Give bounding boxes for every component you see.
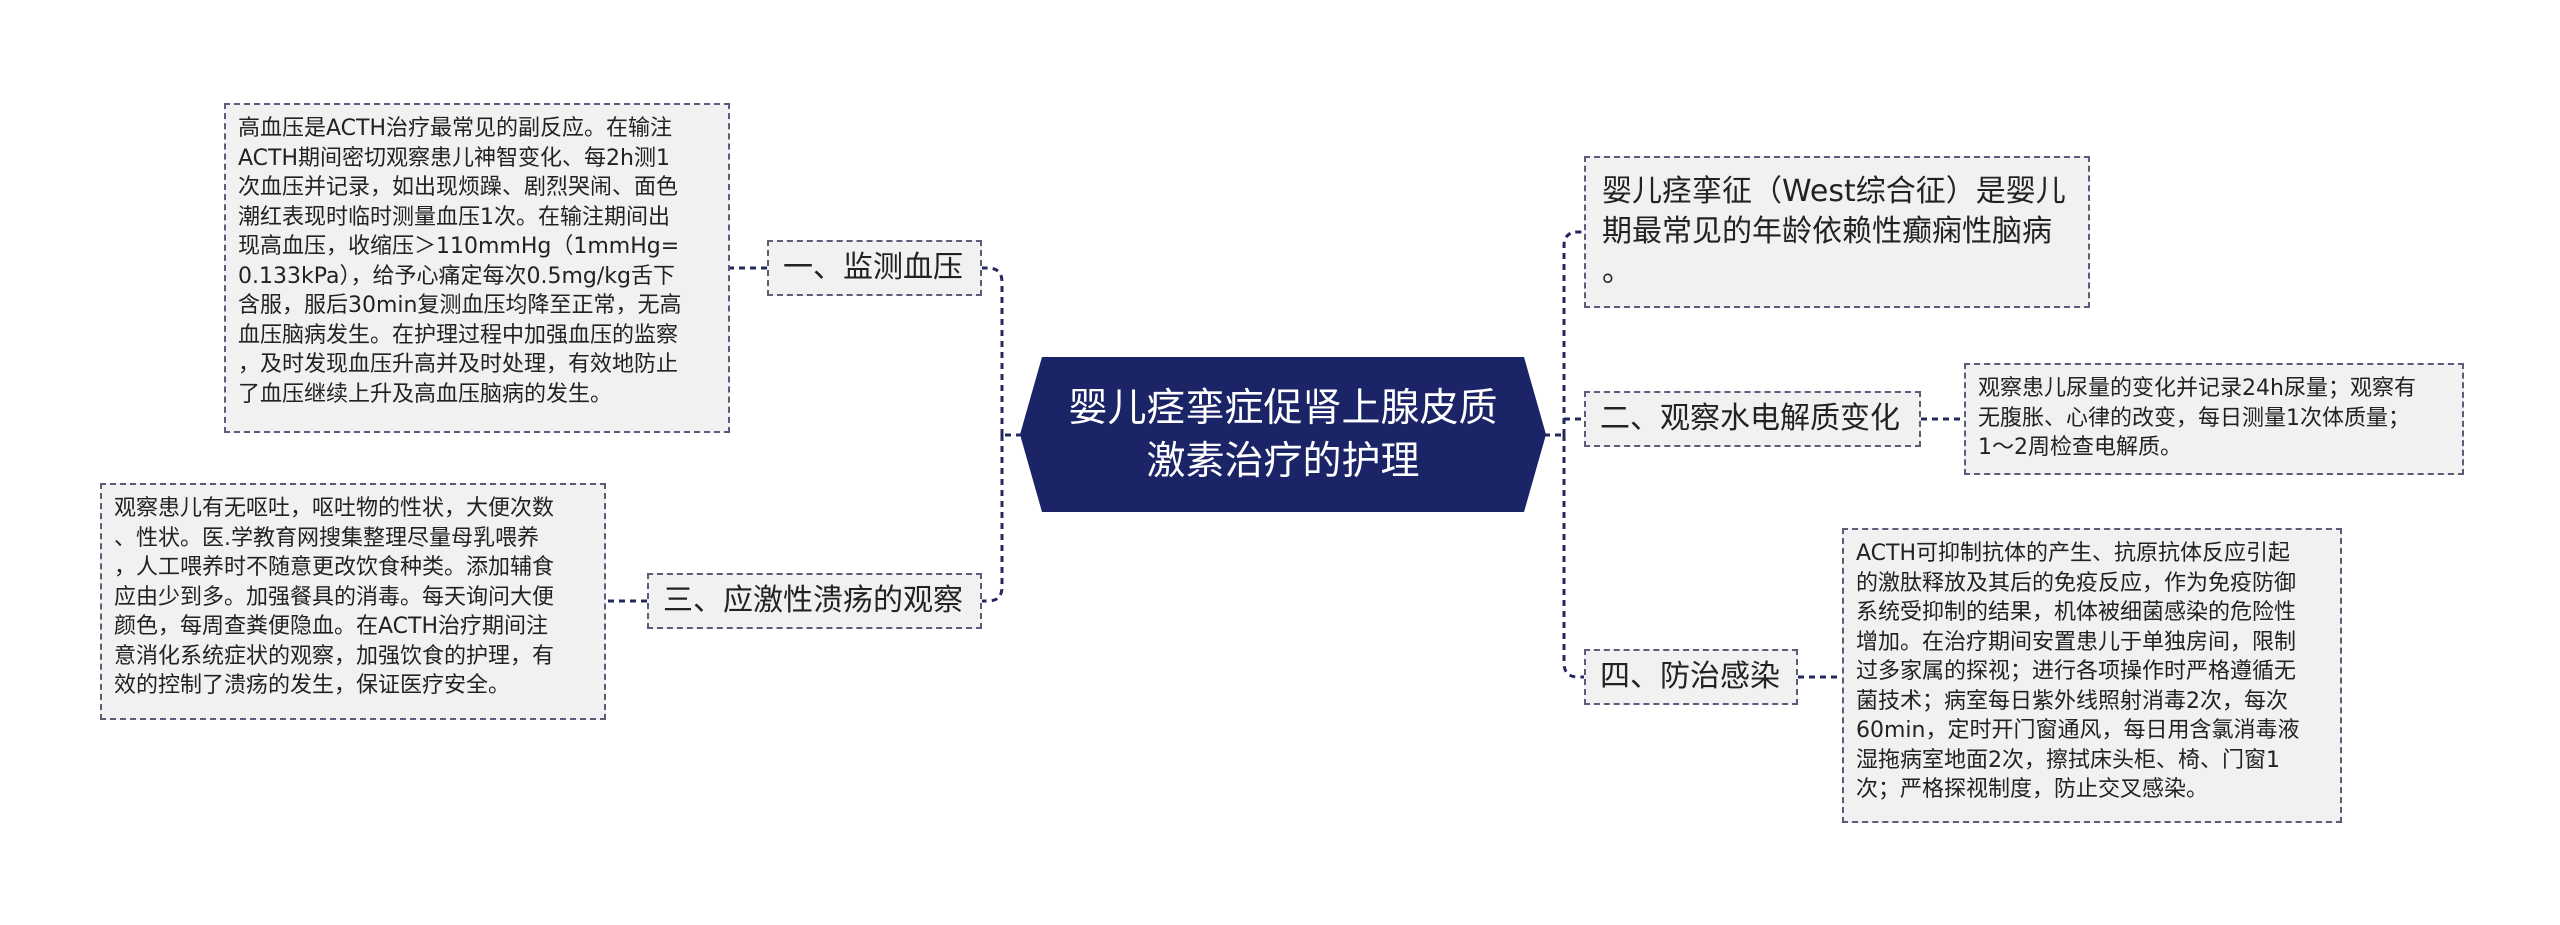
root-title-line-1: 婴儿痉挛症促肾上腺皮质 bbox=[1068, 385, 1498, 431]
leaf-line: 潮红表现时临时测量血压1次。在输注期间出 bbox=[238, 204, 670, 230]
leaf-line: 次；严格探视制度，防止交叉感染。 bbox=[1856, 777, 2209, 802]
leaf-line: 增加。在治疗期间安置患儿于单独房间，限制 bbox=[1856, 629, 2297, 655]
leaf-line: 过多家属的探视；进行各项操作时严格遵循无 bbox=[1856, 659, 2297, 684]
leaf-line: 颜色，每周查粪便隐血。在ACTH治疗期间注 bbox=[114, 614, 549, 639]
leaf-line: 期最常见的年龄依赖性癫痫性脑病 bbox=[1602, 214, 2052, 249]
leaf-line: ACTH期间密切观察患儿神智变化、每2h测1 bbox=[238, 145, 670, 171]
leaf-line: 。 bbox=[1602, 254, 1632, 289]
branch-label: 一、监测血压 bbox=[783, 250, 963, 285]
branch-water-electrolyte[interactable]: 二、观察水电解质变化 bbox=[1584, 391, 1921, 447]
connector-branch-4 bbox=[1562, 435, 1584, 679]
leaf-line: 高血压是ACTH治疗最常见的副反应。在输注 bbox=[238, 116, 673, 141]
leaf-line: 血压脑病发生。在护理过程中加强血压的监察 bbox=[238, 322, 679, 348]
root-node[interactable]: 婴儿痉挛症促肾上腺皮质 激素治疗的护理 bbox=[1020, 357, 1546, 512]
root-title-line-2: 激素治疗的护理 bbox=[1146, 438, 1420, 484]
leaf-line: 含服，服后30min复测血压均降至正常，无高 bbox=[238, 293, 682, 318]
leaf-line: 观察患儿尿量的变化并记录24h尿量；观察有 bbox=[1978, 376, 2416, 401]
branch-label: 四、防治感染 bbox=[1600, 659, 1780, 694]
leaf-monitor-blood-pressure: 高血压是ACTH治疗最常见的副反应。在输注 ACTH期间密切观察患儿神智变化、每… bbox=[224, 103, 730, 433]
leaf-line: 无腹胀、心律的改变，每日测量1次体质量； bbox=[1978, 405, 2410, 431]
leaf-line: 婴儿痉挛征（West综合征）是婴儿 bbox=[1602, 174, 2066, 209]
leaf-line: 1～2周检查电解质。 bbox=[1978, 435, 2182, 460]
leaf-stress-ulcer: 观察患儿有无呕吐，呕吐物的性状，大便次数 、性状。医.学教育网搜集整理尽量母乳喂… bbox=[100, 483, 606, 720]
connector-leaf-top bbox=[1562, 230, 1584, 435]
connector-branch-1 bbox=[982, 266, 1004, 435]
branch-stress-ulcer[interactable]: 三、应激性溃疡的观察 bbox=[647, 573, 982, 629]
leaf-line: 效的控制了溃疡的发生，保证医疗安全。 bbox=[114, 673, 511, 698]
leaf-line: 应由少到多。加强餐具的消毒。每天询问大便 bbox=[114, 584, 555, 610]
leaf-line: ，及时发现血压升高并及时处理，有效地防止 bbox=[238, 352, 679, 377]
leaf-line: 系统受抑制的结果，机体被细菌感染的危险性 bbox=[1856, 600, 2297, 625]
leaf-water-electrolyte: 观察患儿尿量的变化并记录24h尿量；观察有 无腹胀、心律的改变，每日测量1次体质… bbox=[1964, 363, 2464, 475]
leaf-infection-prevention: ACTH可抑制抗体的产生、抗原抗体反应引起 的激肽释放及其后的免疫反应，作为免疫… bbox=[1842, 528, 2342, 823]
leaf-line: 、性状。医.学教育网搜集整理尽量母乳喂养 bbox=[114, 525, 539, 551]
branch-label: 二、观察水电解质变化 bbox=[1600, 401, 1900, 436]
leaf-line: 观察患儿有无呕吐，呕吐物的性状，大便次数 bbox=[114, 496, 555, 521]
leaf-line: 次血压并记录，如出现烦躁、剧烈哭闹、面色 bbox=[238, 175, 679, 200]
branch-infection-prevention[interactable]: 四、防治感染 bbox=[1584, 649, 1798, 705]
leaf-line: ACTH可抑制抗体的产生、抗原抗体反应引起 bbox=[1856, 541, 2291, 566]
leaf-line: 意消化系统症状的观察，加强饮食的护理，有 bbox=[114, 643, 555, 669]
branch-label: 三、应激性溃疡的观察 bbox=[663, 583, 963, 618]
leaf-line: 60min，定时开门窗通风，每日用含氯消毒液 bbox=[1856, 718, 2300, 743]
leaf-west-syndrome: 婴儿痉挛征（West综合征）是婴儿 期最常见的年龄依赖性癫痫性脑病 。 bbox=[1584, 156, 2090, 308]
branch-monitor-blood-pressure[interactable]: 一、监测血压 bbox=[767, 240, 982, 296]
leaf-line: 了血压继续上升及高血压脑病的发生。 bbox=[238, 381, 613, 407]
root-shape bbox=[1020, 357, 1546, 512]
leaf-line: 0.133kPa），给予心痛定每次0.5mg/kg舌下 bbox=[238, 263, 675, 289]
connector-branch-3 bbox=[982, 435, 1004, 603]
leaf-line: 湿拖病室地面2次，擦拭床头柜、椅、门窗1 bbox=[1856, 747, 2280, 773]
leaf-line: ，人工喂养时不随意更改饮食种类。添加辅食 bbox=[114, 555, 555, 580]
leaf-line: 现高血压，收缩压＞110mmHg（1mmHg= bbox=[238, 234, 680, 259]
leaf-line: 的激肽释放及其后的免疫反应，作为免疫防御 bbox=[1856, 570, 2297, 596]
leaf-line: 菌技术；病室每日紫外线照射消毒2次，每次 bbox=[1856, 688, 2288, 714]
